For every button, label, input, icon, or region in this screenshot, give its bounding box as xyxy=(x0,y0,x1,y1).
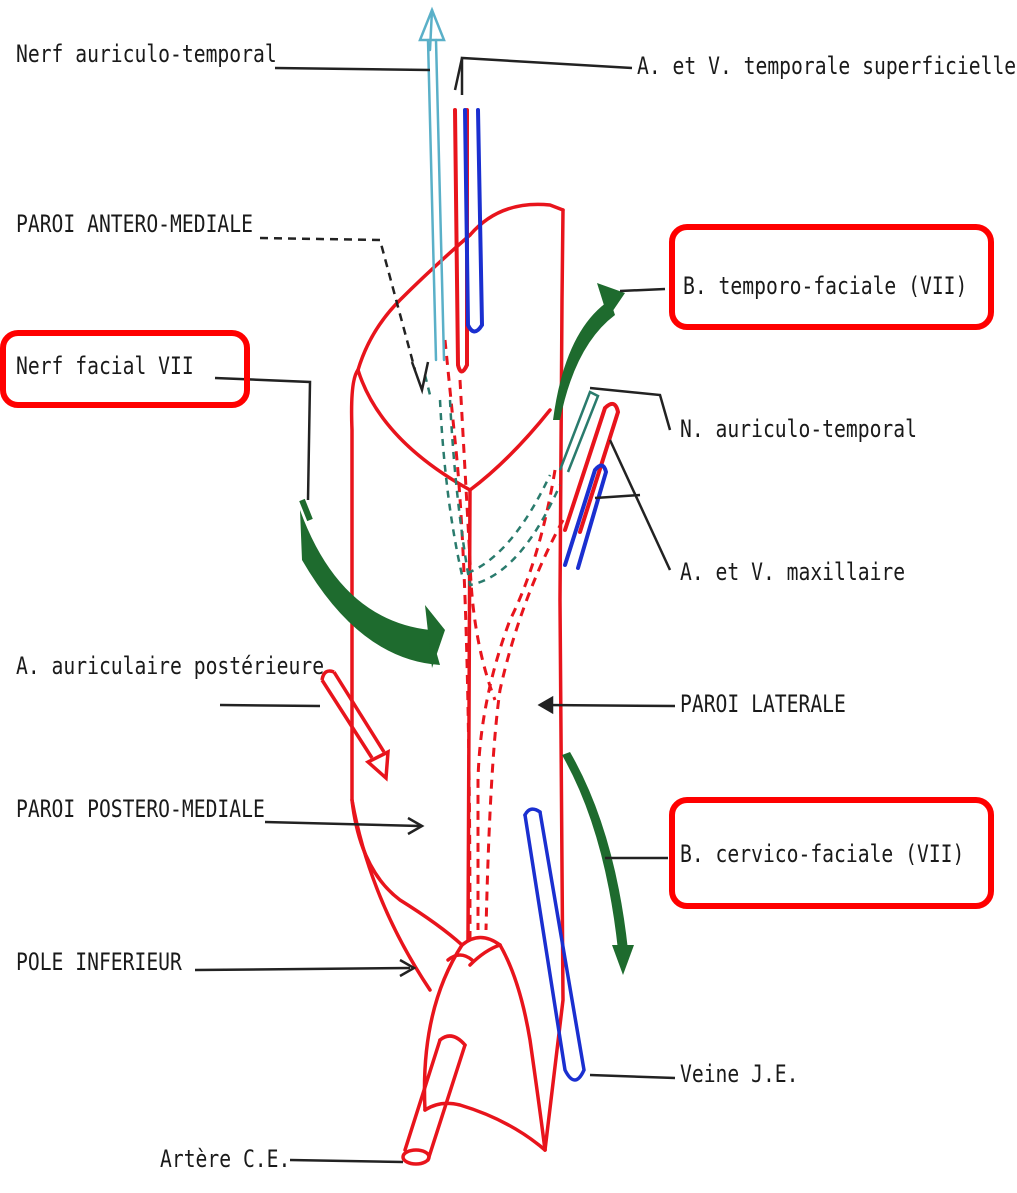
leader-a-v-temporale xyxy=(462,58,632,95)
label-a-auriculaire-posterieure: A. auriculaire postérieure xyxy=(16,652,324,680)
label-paroi-laterale: PAROI LATERALE xyxy=(680,690,846,718)
highlight-box-nerf-facial xyxy=(0,330,250,408)
leader-paroi-postero-mediale xyxy=(265,822,420,826)
leader-a-auriculaire xyxy=(220,705,320,706)
leader-veine-je xyxy=(590,1075,675,1078)
external-jugular-vein xyxy=(525,809,584,1080)
highlight-box-temporo-faciale xyxy=(669,224,994,330)
label-a-v-temporale-superficielle: A. et V. temporale superficielle xyxy=(637,52,1016,80)
leader-a-v-maxillaire-1 xyxy=(610,440,670,570)
cervico-facial-branch xyxy=(562,752,634,975)
highlight-box-cervico-faciale xyxy=(669,797,994,909)
label-n-auriculo-temporal: N. auriculo-temporal xyxy=(680,415,917,443)
temporo-facial-branch xyxy=(553,283,625,420)
maxillary-vessels xyxy=(565,404,618,568)
label-veine-je: Veine J.E. xyxy=(680,1060,798,1088)
internal-nerve-dashed xyxy=(425,375,560,585)
leader-paroi-antero-mediale xyxy=(260,238,415,370)
leader-n-auriculo-temporal xyxy=(590,388,670,430)
label-a-v-maxillaire: A. et V. maxillaire xyxy=(680,558,905,586)
n-auriculo-temporal-small xyxy=(560,392,598,472)
label-artere-ce: Artère C.E. xyxy=(160,1145,290,1173)
leader-paroi-laterale xyxy=(545,705,675,706)
label-paroi-antero-mediale: PAROI ANTERO-MEDIALE xyxy=(16,210,253,238)
leader-b-temporo-faciale xyxy=(620,289,665,291)
leader-a-v-maxillaire-2 xyxy=(595,495,640,498)
posterior-auricular-artery xyxy=(322,671,388,778)
leader-nerf-auriculo-temporal xyxy=(275,68,430,70)
label-pole-inferieur: POLE INFERIEUR xyxy=(16,948,182,976)
facial-nerve-trunk xyxy=(300,500,445,668)
label-paroi-postero-mediale: PAROI POSTERO-MEDIALE xyxy=(16,795,265,823)
leader-pole-inferieur xyxy=(195,968,410,970)
leader-artere-ce xyxy=(290,1160,403,1162)
temporal-vessels xyxy=(455,110,482,372)
label-nerf-auriculo-temporal: Nerf auriculo-temporal xyxy=(16,40,277,68)
leader-lines xyxy=(195,58,675,1162)
external-carotid-artery xyxy=(403,955,472,1164)
auriculo-temporal-nerve xyxy=(420,10,444,360)
